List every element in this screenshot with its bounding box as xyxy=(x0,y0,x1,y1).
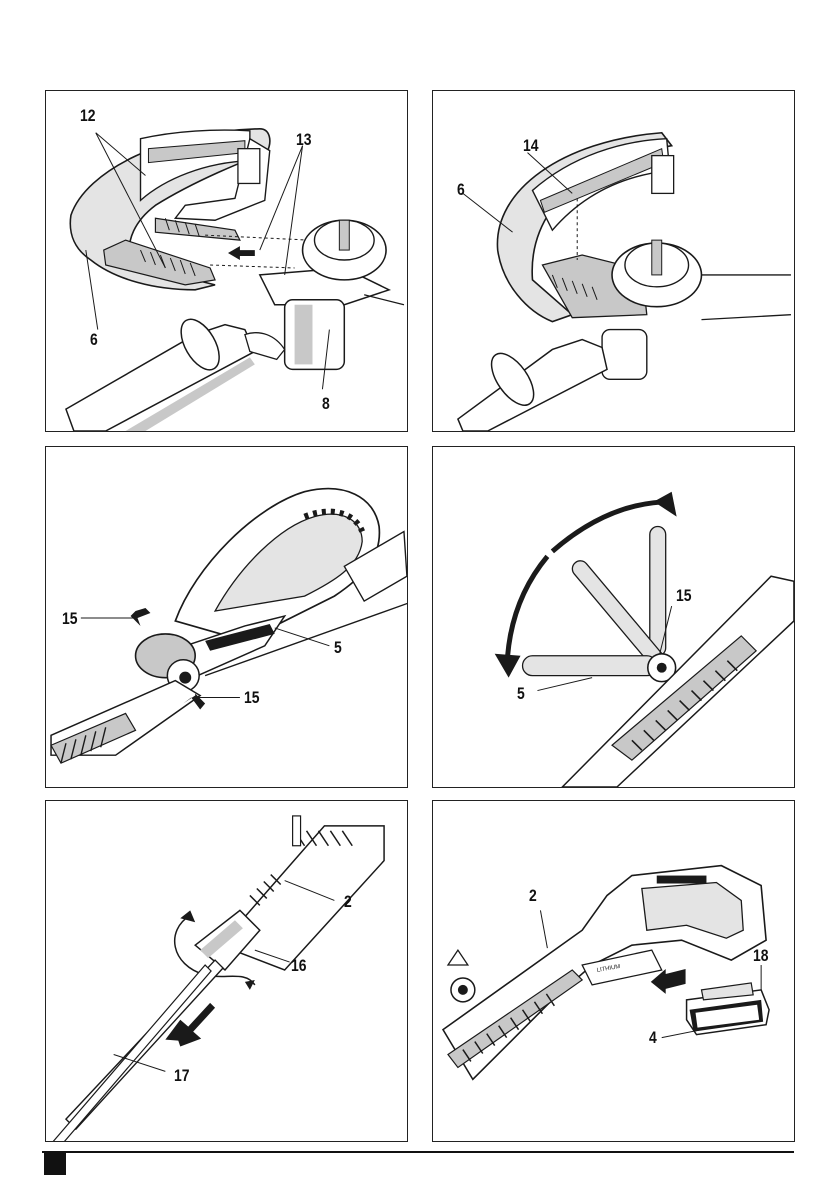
figure-e-length-adjust: 2 16 17 xyxy=(45,800,408,1142)
figure-b-illustration xyxy=(433,91,794,431)
figure-a-illustration xyxy=(46,91,407,431)
figure-d-illustration xyxy=(433,447,794,787)
footer-page-marker xyxy=(44,1153,66,1175)
callout-15-top: 15 xyxy=(62,610,78,627)
figure-f-illustration: LITHIUM xyxy=(433,801,794,1141)
callout-15-bottom: 15 xyxy=(244,689,260,706)
callout-4: 4 xyxy=(649,1029,657,1046)
figure-c-handle-release: 15 5 15 xyxy=(45,446,408,788)
callout-17: 17 xyxy=(174,1067,190,1084)
figure-a-guard-fitting: 12 13 6 8 xyxy=(45,90,408,432)
figure-e-illustration xyxy=(46,801,407,1141)
callout-13: 13 xyxy=(296,131,312,148)
callout-15: 15 xyxy=(676,587,692,604)
figure-b-guard-fitted: 14 6 xyxy=(432,90,795,432)
figure-f-battery-insert: LITHIUM 2 18 4 xyxy=(432,800,795,1142)
callout-18: 18 xyxy=(753,947,769,964)
callout-2: 2 xyxy=(529,887,537,904)
callout-5: 5 xyxy=(517,685,525,702)
callout-12: 12 xyxy=(80,107,96,124)
callout-6: 6 xyxy=(457,181,465,198)
figure-d-handle-rotation: 15 5 xyxy=(432,446,795,788)
callout-6: 6 xyxy=(90,331,98,348)
callout-5: 5 xyxy=(334,639,342,656)
callout-16: 16 xyxy=(291,957,307,974)
callout-2: 2 xyxy=(344,893,352,910)
footer-rule xyxy=(42,1151,794,1153)
figure-c-illustration xyxy=(46,447,407,787)
callout-14: 14 xyxy=(523,137,539,154)
callout-8: 8 xyxy=(322,395,330,412)
